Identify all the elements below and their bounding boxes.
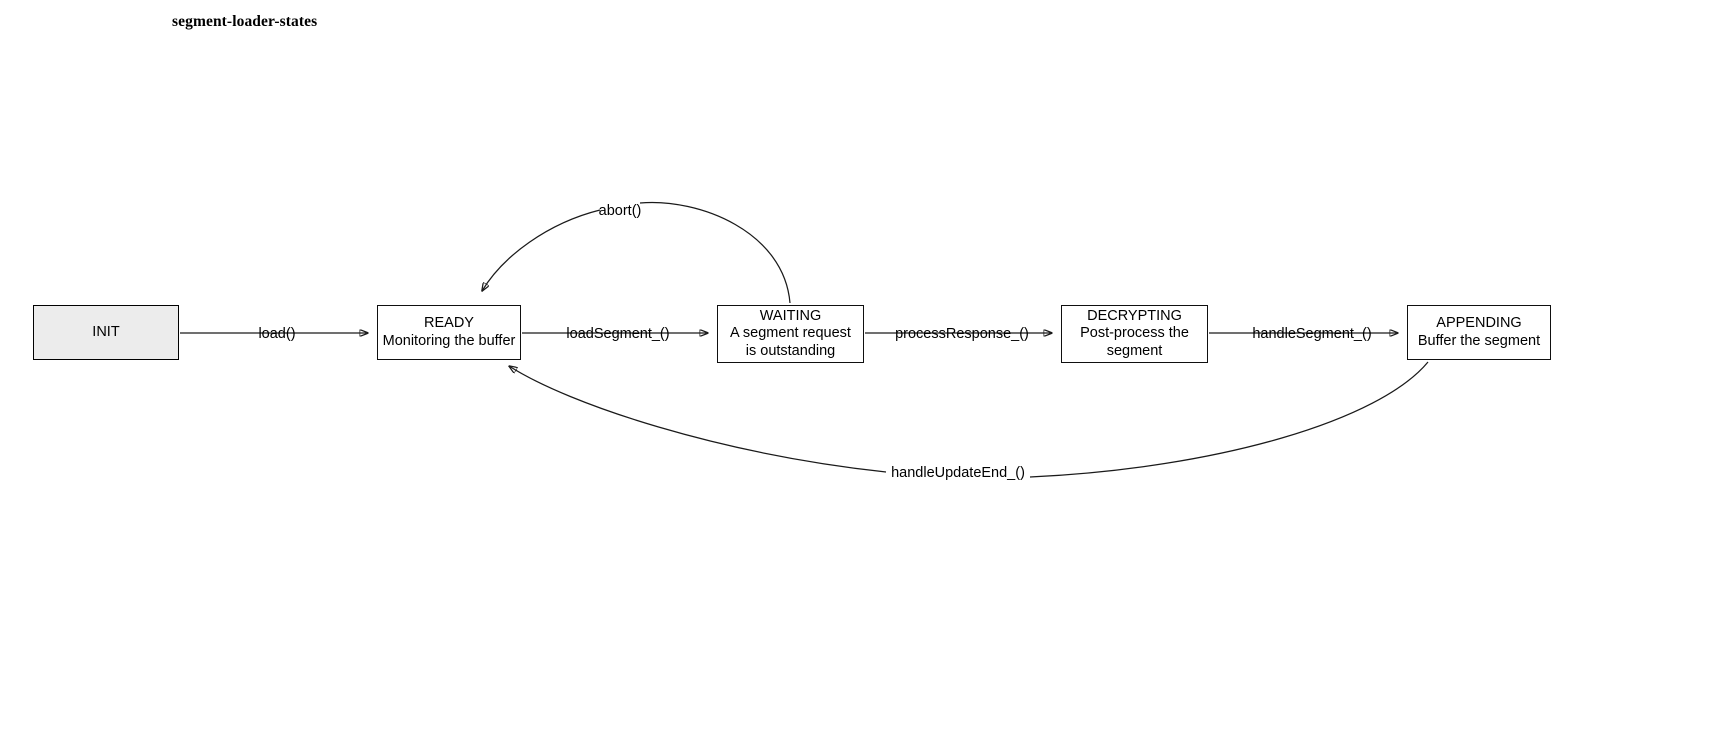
transition-label-handleupdateend: handleUpdateEnd_() [891,465,1025,481]
state-detail-decrypting-1: Post-process the [1080,325,1189,342]
state-node-decrypting[interactable]: DECRYPTING Post-process the segment [1061,305,1208,363]
transition-label-processresponse: processResponse_() [895,326,1029,342]
diagram-title: segment-loader-states [172,13,318,30]
state-label-ready: READY [424,315,474,331]
transition-label-handlesegment: handleSegment_() [1252,326,1372,342]
state-label-init: INIT [92,323,120,340]
arrow-appending-to-ready-handleupdateend [509,361,1429,478]
transition-label-abort: abort() [598,203,642,219]
transition-label-loadsegment: loadSegment_() [566,326,670,342]
state-detail-appending-1: Buffer the segment [1417,332,1541,349]
state-node-init[interactable]: INIT [33,305,179,360]
state-node-ready[interactable]: READY Monitoring the buffer [377,305,521,360]
state-label-appending: APPENDING [1436,315,1522,331]
arrow-waiting-to-ready-abort [482,201,791,304]
state-detail-decrypting-2: segment [1106,342,1163,359]
state-detail-ready-1: Monitoring the buffer [382,332,516,349]
state-detail-waiting-1: A segment request [730,325,851,342]
state-label-decrypting: DECRYPTING [1087,307,1182,324]
state-label-waiting: WAITING [759,307,822,324]
transition-label-load: load() [258,326,296,342]
state-node-waiting[interactable]: WAITING A segment request is outstanding [717,305,864,363]
state-node-appending[interactable]: APPENDING Buffer the segment [1407,305,1551,360]
state-detail-waiting-2: is outstanding [745,342,836,359]
